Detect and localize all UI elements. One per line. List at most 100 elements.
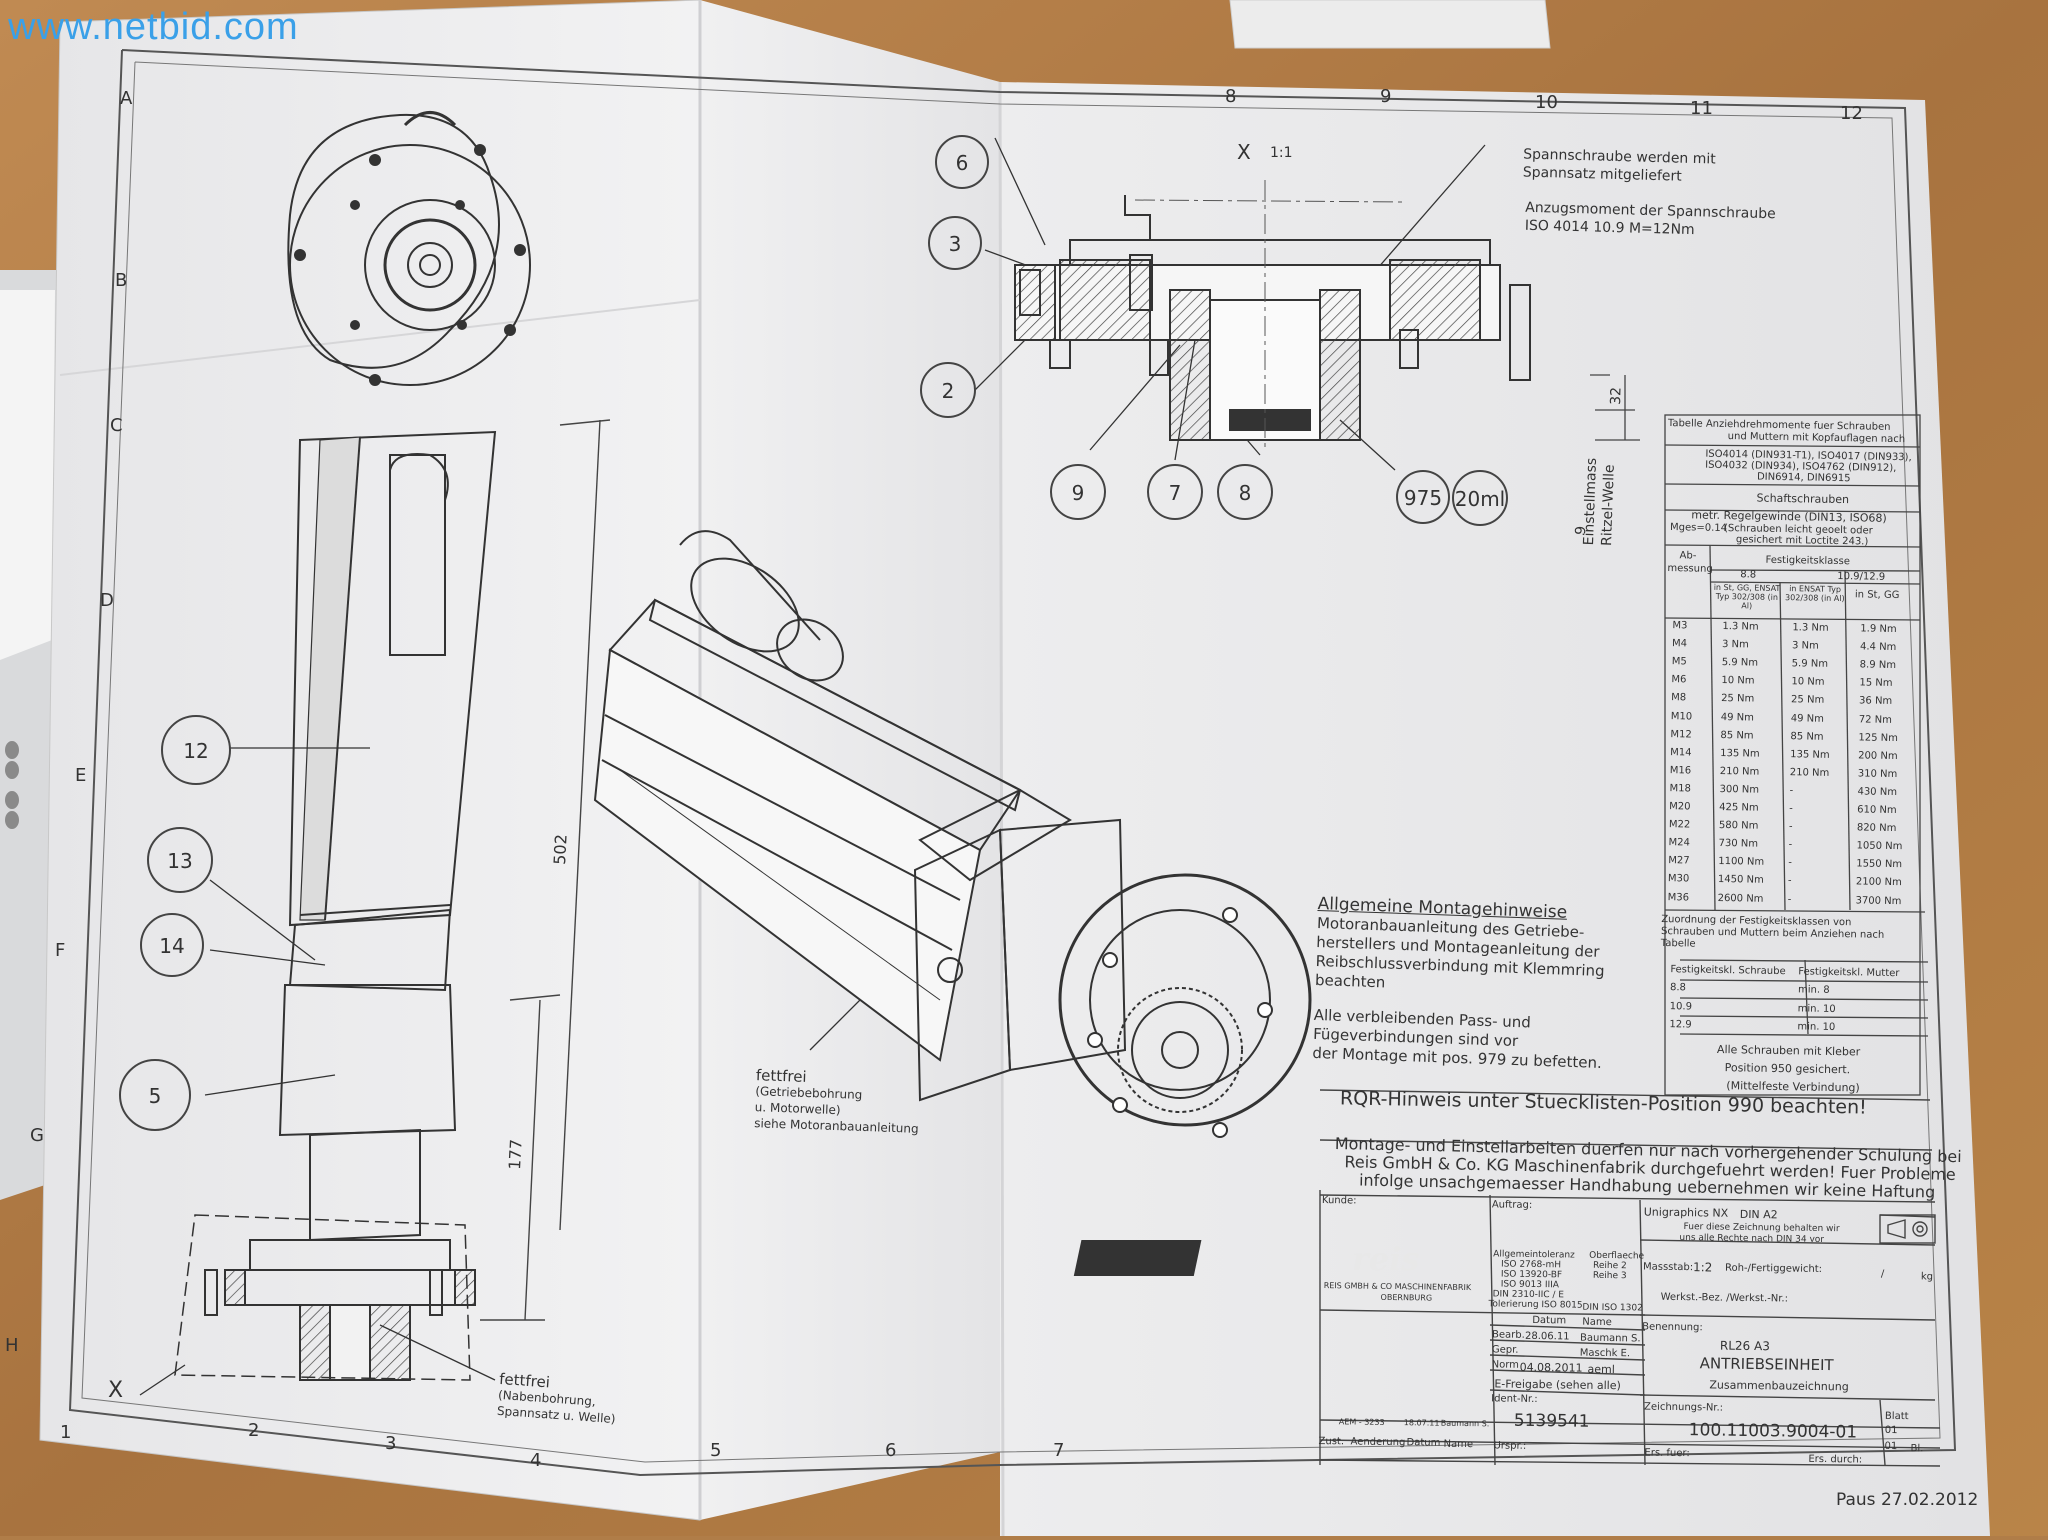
torque-cell: 49 Nm bbox=[1790, 712, 1824, 725]
tb-norm: Norm bbox=[1491, 1359, 1519, 1371]
torque-cell: M14 bbox=[1670, 746, 1692, 759]
torque-cell: 2600 Nm bbox=[1717, 892, 1764, 905]
torque-cell: 125 Nm bbox=[1858, 731, 1899, 744]
fk-cell: 12.9 bbox=[1669, 1019, 1692, 1031]
fold-line-2 bbox=[998, 81, 1005, 1537]
einstellmass-note: Einstellmass Ritzel-Welle bbox=[1580, 457, 1619, 546]
print-stamp: Paus 27.02.2012 bbox=[1836, 1490, 1979, 1510]
torque-cell: 72 Nm bbox=[1858, 713, 1892, 726]
spannschraube-note: Spannschraube werden mit Spannsatz mitge… bbox=[1523, 145, 1716, 186]
torque-cell: M4 bbox=[1671, 638, 1688, 650]
tb-freigabe: E-Freigabe (sehen alle) bbox=[1494, 1377, 1621, 1393]
torque-cell: M16 bbox=[1669, 764, 1692, 777]
view-label-x: X bbox=[1237, 140, 1251, 164]
punched-holes bbox=[5, 741, 19, 829]
tb-massstab: 1:2 bbox=[1692, 1260, 1713, 1275]
torque-cell: 8.9 Nm bbox=[1859, 659, 1897, 672]
grid-col-5: 5 bbox=[710, 1440, 722, 1461]
tb-gepr-n: Maschk E. bbox=[1579, 1347, 1631, 1360]
balloon-975: 975 bbox=[1404, 486, 1442, 510]
tb-zeich: 100.11003.9004-01 bbox=[1688, 1420, 1858, 1443]
torque-cell: 10 Nm bbox=[1721, 675, 1755, 687]
tt-mu-label: Mges=0.14 bbox=[1669, 522, 1728, 535]
grid-row-c: C bbox=[110, 415, 123, 436]
title-block-frame bbox=[1319, 1089, 1941, 1467]
torque-cell: 36 Nm bbox=[1858, 695, 1893, 708]
torque-cell: 1550 Nm bbox=[1856, 858, 1903, 871]
dim-9: 9 bbox=[1573, 526, 1589, 535]
torque-cell: M10 bbox=[1670, 710, 1693, 722]
view-scale: 1:1 bbox=[1270, 145, 1293, 161]
reis-logo: reis bbox=[1073, 1240, 1419, 1278]
balloon-14: 14 bbox=[159, 934, 184, 958]
torque-cell: 1.3 Nm bbox=[1722, 620, 1759, 633]
isometric-motor bbox=[593, 530, 1312, 1138]
tt-zuord3: Tabelle bbox=[1660, 937, 1696, 950]
projection-symbol-icon bbox=[1887, 1219, 1928, 1239]
tt-col-109: 10.9/12.9 bbox=[1837, 570, 1886, 583]
tb-kg: kg bbox=[1920, 1271, 1934, 1283]
torque-cell: M8 bbox=[1671, 692, 1687, 704]
torque-cell: 25 Nm bbox=[1721, 693, 1755, 705]
tb-company2: OBERNBURG bbox=[1380, 1292, 1433, 1303]
tb-bearb-n: Baumann S. bbox=[1579, 1332, 1641, 1345]
dim-502: 502 bbox=[550, 834, 571, 865]
tt-kleber3: (Mittelfeste Verbindung) bbox=[1726, 1079, 1860, 1095]
tb-oberfl4: DIN ISO 1302 bbox=[1582, 1302, 1643, 1314]
tb-unigraphics: Unigraphics NX bbox=[1643, 1205, 1729, 1220]
tt-kleber1: Alle Schrauben mit Kleber bbox=[1716, 1042, 1861, 1059]
tb-massstab-label: Massstab: bbox=[1642, 1261, 1694, 1274]
dim-32: 32 bbox=[1608, 387, 1625, 405]
tb-ben1: RL26 A3 bbox=[1719, 1338, 1770, 1354]
torque-cell: 820 Nm bbox=[1856, 822, 1897, 835]
drawing-frame-inner bbox=[81, 61, 1941, 1463]
tb-auftrag: Auftrag: bbox=[1491, 1199, 1533, 1211]
torque-cell: 4.4 Nm bbox=[1859, 641, 1897, 654]
torque-cell: M24 bbox=[1668, 837, 1691, 849]
torque-cell: 1.3 Nm bbox=[1792, 622, 1829, 634]
balloon-6: 6 bbox=[956, 151, 969, 175]
tb-gepr: Gepr. bbox=[1491, 1344, 1519, 1356]
torque-cell: M22 bbox=[1668, 819, 1691, 831]
grid-col-9: 9 bbox=[1380, 86, 1392, 107]
torque-cell: M18 bbox=[1669, 782, 1691, 795]
tb-norm-d: 04.08.2011 bbox=[1519, 1360, 1583, 1375]
torque-cell: 730 Nm bbox=[1718, 838, 1759, 850]
torque-cell: 2100 Nm bbox=[1855, 876, 1902, 889]
balloon-7: 7 bbox=[1169, 481, 1182, 505]
paper-panel-middle bbox=[700, 0, 1000, 1520]
grid-row-b: B bbox=[115, 270, 128, 291]
torque-cell: 1.9 Nm bbox=[1860, 623, 1897, 636]
balloon-5: 5 bbox=[149, 1084, 162, 1108]
svg-text:reis: reis bbox=[1352, 1240, 1419, 1278]
grid-row-a: A bbox=[120, 88, 133, 109]
grid-col-4: 4 bbox=[530, 1450, 542, 1471]
torque-cell: 10 Nm bbox=[1791, 676, 1825, 689]
torque-cell: M20 bbox=[1669, 801, 1691, 813]
tb-ers-fuer: Ers. fuer: bbox=[1644, 1447, 1690, 1460]
tb-name2: Name bbox=[1443, 1438, 1474, 1451]
white-sheet-left bbox=[0, 290, 55, 660]
grid-row-f: F bbox=[55, 940, 66, 961]
tt-col-ab: Ab- bbox=[1679, 550, 1697, 562]
tb-ident: 5139541 bbox=[1513, 1410, 1590, 1432]
tt-sub1: in St, GG, ENSAT Typ 302/308 (in Al) bbox=[1713, 582, 1781, 611]
tb-name: Name bbox=[1582, 1316, 1612, 1329]
tb-aend-name: Baumann S. bbox=[1440, 1418, 1490, 1429]
torque-cell: 1450 Nm bbox=[1717, 874, 1764, 887]
balloon-13: 13 bbox=[167, 849, 192, 873]
grid-col-1: 1 bbox=[60, 1422, 72, 1443]
torque-cell: - bbox=[1788, 839, 1793, 851]
torque-cell: 49 Nm bbox=[1720, 711, 1755, 724]
tb-tol5: Tolerierung ISO 8015 bbox=[1488, 1299, 1583, 1311]
grid-col-6: 6 bbox=[885, 1440, 897, 1461]
tt-fk-head-m: Festigkeitskl. Mutter bbox=[1798, 966, 1900, 980]
fk-cell: min. 10 bbox=[1797, 1002, 1836, 1015]
grid-col-11: 11 bbox=[1690, 98, 1713, 119]
torque-cell: 5.9 Nm bbox=[1721, 657, 1759, 669]
torque-cell: 300 Nm bbox=[1719, 783, 1760, 796]
tb-blatt2: 01 bbox=[1884, 1440, 1898, 1453]
plastic-box bbox=[1229, 0, 1551, 49]
torque-cell: M27 bbox=[1668, 855, 1690, 867]
